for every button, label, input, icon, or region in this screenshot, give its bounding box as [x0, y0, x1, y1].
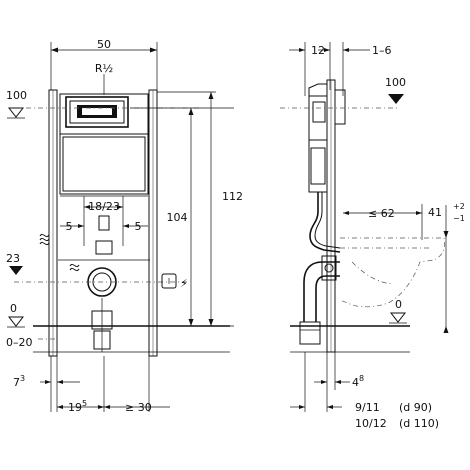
cistern — [59, 93, 149, 195]
level-100-label: 100 — [6, 89, 27, 102]
dim-4-label: 48 — [352, 374, 364, 389]
dim-min-62-label: ≤ 62 — [368, 207, 395, 220]
side-level-100-label: 100 — [385, 76, 406, 89]
width-dimension: 50 R½ — [50, 38, 158, 95]
side-level-0-label: 0 — [395, 298, 402, 311]
side-view: 12 1–6 100 — [280, 42, 465, 430]
dim-1-6-label: 1–6 — [372, 44, 392, 57]
height-dimensions: 112 104 — [130, 91, 243, 327]
pipe-90-label: 9/11 — [355, 401, 380, 414]
toilet-dimensions: ≤ 62 41 +2 −1 — [343, 202, 465, 333]
top-side-dimensions: 12 1–6 — [289, 42, 392, 96]
offset-left-label: 5 — [66, 220, 73, 233]
bottom-dimensions: 73 195 ≥ 30 — [13, 356, 170, 414]
dim-41-label: 41 — [428, 206, 442, 219]
dim-41-plus: +2 — [453, 202, 465, 211]
drain-outlet — [14, 267, 190, 352]
floor-level-marker: 0 0–20 — [6, 302, 230, 353]
drain-pipe — [299, 255, 340, 345]
dim-19-label: 195 — [68, 399, 87, 414]
water-supply-icon — [39, 233, 80, 272]
dim-7-label: 73 — [13, 374, 25, 389]
side-level-100-marker: 100 — [385, 76, 406, 104]
level-23-label: 23 — [6, 252, 20, 265]
height-total-label: 112 — [222, 190, 243, 203]
pipe-110-d-label: (d 110) — [399, 417, 439, 430]
dim-41-minus: −1 — [453, 214, 465, 223]
dim-12-label: 12 — [311, 44, 325, 57]
frame-legs — [48, 89, 158, 357]
pipe-110-label: 10/12 — [355, 417, 387, 430]
side-bottom-dimensions: 48 9/11 (d 90) 10/12 (d 110) — [290, 352, 439, 430]
electric-symbol: ⚡ — [180, 277, 188, 290]
spacing-dimensions: 18/23 5 5 — [58, 195, 150, 261]
level-100-marker: 100 — [6, 89, 27, 119]
wall-hung-toilet — [339, 237, 445, 308]
level-23-marker: 23 — [6, 252, 23, 275]
spacing-label: 18/23 — [88, 200, 120, 213]
actuator-plate — [14, 96, 200, 128]
thread-label: R½ — [95, 62, 113, 75]
level-0-label: 0 — [10, 302, 17, 315]
flush-pipe — [309, 192, 341, 253]
height-frame-label: 104 — [167, 211, 188, 224]
offset-right-label: 5 — [135, 220, 142, 233]
pipe-90-d-label: (d 90) — [399, 401, 432, 414]
front-view: 50 R½ — [6, 38, 243, 414]
dim-min-30-label: ≥ 30 — [125, 401, 152, 414]
width-label: 50 — [97, 38, 111, 51]
side-floor: 0 — [290, 298, 410, 353]
electrical-box-icon: ⚡ — [161, 273, 188, 290]
range-label: 0–20 — [6, 336, 33, 349]
side-frame — [280, 79, 400, 353]
